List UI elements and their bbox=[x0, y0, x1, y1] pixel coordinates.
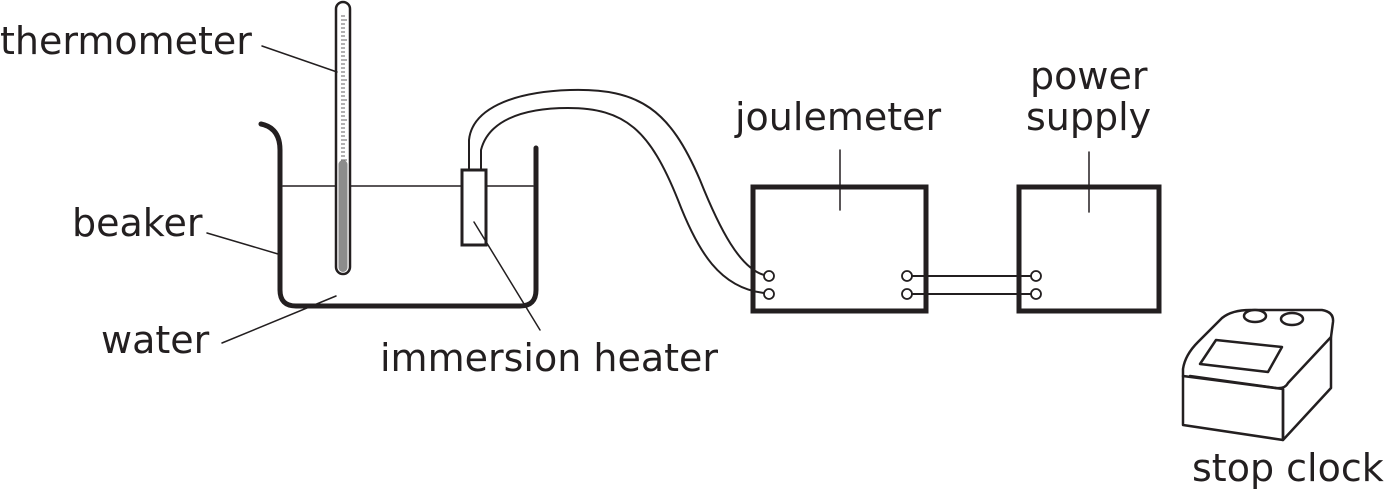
stop-clock-button bbox=[1279, 311, 1305, 327]
beaker-label: beaker bbox=[72, 201, 203, 245]
joulemeter-terminal bbox=[763, 270, 775, 282]
power-supply-terminal bbox=[1030, 288, 1042, 300]
stop-clock-label: stop clock bbox=[1192, 446, 1384, 490]
power-supply-label-line1: power bbox=[1030, 54, 1148, 98]
power-leads bbox=[911, 275, 1032, 295]
heater-leads bbox=[468, 88, 765, 294]
joulemeter-terminal bbox=[901, 288, 913, 300]
thermometer-liquid bbox=[338, 160, 348, 272]
beaker bbox=[258, 121, 539, 309]
joulemeter-terminal bbox=[763, 288, 775, 300]
joulemeter-label: joulemeter bbox=[734, 95, 942, 139]
immersion-heater bbox=[460, 168, 488, 247]
stop-clock bbox=[1181, 308, 1335, 442]
water-label: water bbox=[101, 318, 210, 362]
thermometer-label: thermometer bbox=[0, 19, 252, 63]
power-supply-label-line2: supply bbox=[1026, 95, 1151, 139]
thermometer bbox=[334, 0, 352, 276]
stop-clock-button bbox=[1242, 308, 1268, 324]
thermometer-leader bbox=[261, 45, 338, 73]
power-supply-terminal bbox=[1030, 270, 1042, 282]
leader-lines bbox=[206, 45, 1090, 344]
immersion-heater-label: immersion heater bbox=[380, 336, 718, 380]
joulemeter-terminal bbox=[901, 270, 913, 282]
beaker-leader bbox=[206, 232, 279, 255]
water-leader bbox=[221, 295, 337, 344]
heater-leader bbox=[473, 221, 541, 331]
